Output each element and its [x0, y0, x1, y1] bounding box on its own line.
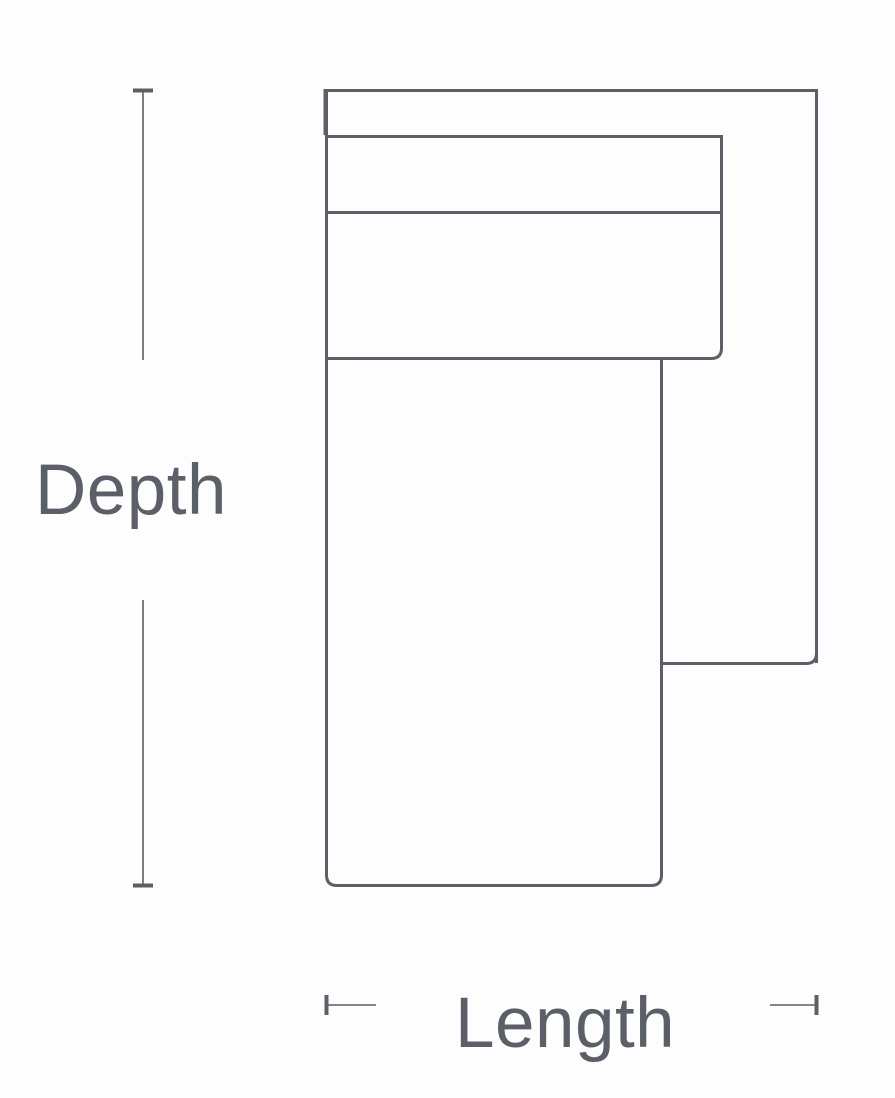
chaise-bottom-right-corner — [663, 652, 818, 665]
seat-cushion-outline — [325, 358, 663, 887]
backrest-right-and-bottom — [325, 136, 723, 360]
back-rail-outline — [323, 89, 818, 663]
length-dimension-line — [324, 995, 819, 1015]
depth-dimension-line — [133, 88, 153, 888]
sofa-outline-group — [323, 89, 818, 887]
length-dimension-label: Length — [455, 984, 676, 1063]
depth-dimension-label: Depth — [35, 451, 227, 530]
